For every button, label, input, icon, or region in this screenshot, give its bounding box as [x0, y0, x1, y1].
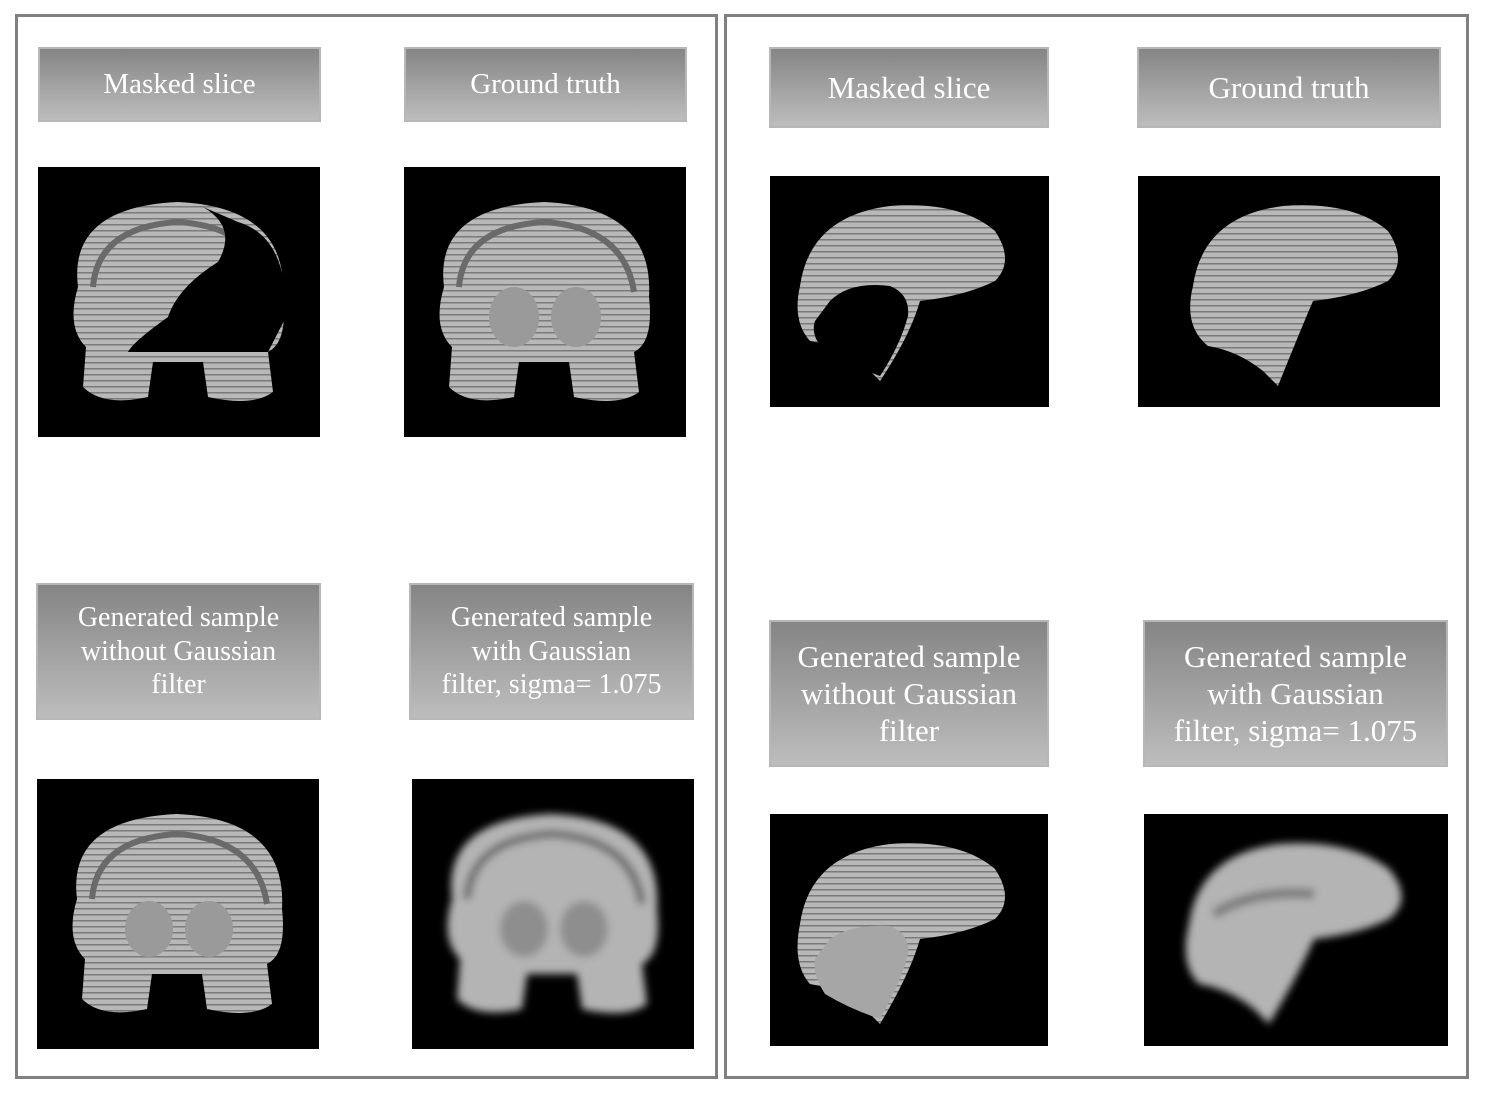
coronal-masked-slice-image [38, 167, 320, 437]
label-generated-with-filter-left: Generated sample with Gaussian filter, s… [409, 583, 694, 720]
coronal-ground-truth-image [404, 167, 686, 437]
right-panel [724, 14, 1469, 1079]
coronal-generated-without-filter-image [37, 779, 319, 1049]
label-masked-slice-left: Masked slice [38, 47, 321, 122]
label-generated-without-filter-left: Generated sample without Gaussian filter [36, 583, 321, 720]
label-ground-truth-right: Ground truth [1137, 47, 1441, 128]
sagittal-generated-without-filter-image [770, 814, 1048, 1046]
label-generated-with-filter-right: Generated sample with Gaussian filter, s… [1143, 620, 1448, 767]
label-generated-without-filter-right: Generated sample without Gaussian filter [769, 620, 1049, 767]
left-panel [15, 14, 718, 1079]
label-ground-truth-left: Ground truth [404, 47, 687, 122]
sagittal-ground-truth-image [1138, 176, 1440, 407]
sagittal-masked-slice-image [770, 176, 1049, 407]
sagittal-generated-with-filter-image [1144, 814, 1448, 1046]
coronal-generated-with-filter-image [412, 779, 694, 1049]
label-masked-slice-right: Masked slice [769, 47, 1049, 128]
